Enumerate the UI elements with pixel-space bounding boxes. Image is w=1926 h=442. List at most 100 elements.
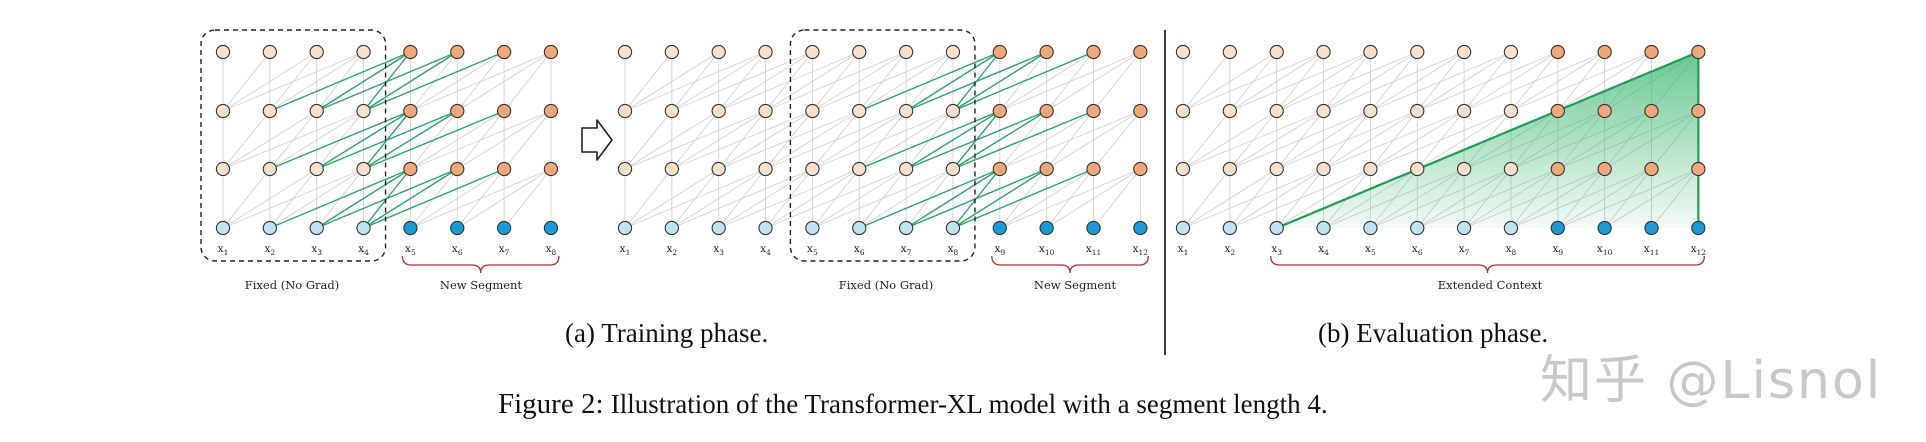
train-b-hidden-node [852, 161, 867, 177]
eval-token-label: x4 [1318, 243, 1329, 257]
watermark: 知乎 @Lisnol [1540, 351, 1883, 411]
eval-grid-edge [1182, 51, 1231, 112]
eval-grid-edge [1323, 51, 1418, 112]
train-a-grid-edge [269, 168, 364, 229]
eval-hidden-node [1456, 103, 1472, 119]
eval-token-label: x10 [1597, 243, 1613, 257]
train-b-token-label: x7 [901, 243, 912, 257]
eval-grid-edge [1276, 51, 1418, 112]
train-b-attention-edge [858, 168, 1001, 229]
train-a-grid-edge [410, 110, 505, 170]
train-a-grid-edge [222, 168, 317, 229]
train-a-grid-edge [269, 51, 364, 112]
train-b-hidden-node [711, 44, 726, 60]
train-b-token-label: x9 [994, 243, 1005, 257]
train-b-attention-edge [952, 51, 1048, 112]
train-b-attention-edge [905, 110, 1047, 170]
eval-hidden-node [1316, 161, 1331, 177]
eval-grid-edge [1417, 51, 1512, 112]
eval-token-label: x8 [1506, 243, 1517, 257]
train-b-grid-edge [1093, 110, 1141, 170]
train-a-new-segment-brace [401, 255, 560, 274]
train-a-input-node [215, 220, 231, 236]
train-b-hidden-node [945, 103, 961, 119]
train-a-grid-edge [410, 168, 552, 229]
eval-hidden-node [1503, 103, 1519, 119]
train-b-grid-edge [859, 110, 954, 170]
train-a-hidden-node [450, 161, 465, 177]
train-b-grid-edge [999, 110, 1094, 170]
train-a-hidden-node [496, 44, 512, 60]
train-b-grid-edge [812, 168, 907, 229]
train-b-grid-edge [624, 110, 766, 170]
train-a-hidden-node [450, 44, 465, 60]
hidden-state-nodes [215, 44, 1706, 236]
eval-hidden-node [1316, 44, 1331, 60]
eval-token-label: x7 [1459, 243, 1470, 257]
train-a-input-node [450, 220, 465, 236]
train-b-hidden-node [758, 161, 773, 177]
eval-hidden-node [1175, 103, 1191, 119]
eval-token-label: x2 [1224, 243, 1235, 257]
train-a-grid-edge [457, 51, 552, 112]
brace-label-fixed-b: Fixed (No Grad) [839, 278, 933, 292]
train-b-attention-edge [952, 168, 1094, 229]
figure-caption: Figure 2: Illustration of the Transforme… [498, 388, 1328, 421]
train-b-hidden-node [1039, 161, 1054, 177]
train-a-grid-edge [503, 51, 552, 112]
train-b-token-label: x4 [760, 243, 771, 257]
eval-grid-edge [1182, 168, 1231, 229]
train-b-token-label: x12 [1133, 243, 1149, 257]
train-b-token-label: x2 [666, 243, 677, 257]
train-a-attention-edge [316, 168, 411, 229]
eval-grid-edge [1276, 110, 1418, 170]
train-b-hidden-node [664, 44, 679, 60]
eval-hidden-node [1363, 103, 1378, 119]
train-a-hidden-node [403, 103, 418, 119]
train-a-hidden-node [309, 161, 324, 177]
train-b-input-node [1086, 220, 1101, 236]
train-a-token-label: x3 [311, 243, 322, 257]
train-b-grid-edge [765, 110, 907, 170]
eval-input-node [1456, 220, 1472, 236]
train-a-grid-edge [222, 110, 317, 170]
train-a-hidden-node [262, 161, 277, 177]
train-b-token-label: x8 [948, 243, 959, 257]
eval-grid-edge [1229, 168, 1324, 229]
train-b-fixed-segment-box [789, 29, 976, 262]
segment-braces [401, 255, 1705, 274]
eval-input-node [1597, 220, 1612, 236]
train-a-token-label: x2 [264, 243, 275, 257]
eval-hidden-node [1410, 103, 1425, 119]
train-b-grid-edge [671, 110, 766, 170]
train-b-grid-edge [765, 51, 860, 112]
train-b-hidden-node [945, 44, 961, 60]
train-b-grid-edge [671, 110, 813, 170]
eval-token-label: x1 [1178, 243, 1189, 257]
train-b-grid-edge [718, 51, 860, 112]
eval-grid-edge [1182, 168, 1277, 229]
train-b-attention-edge [858, 51, 1001, 112]
train-b-grid-edge [718, 110, 813, 170]
attention-lines [269, 50, 1700, 230]
eval-grid-edge [1182, 110, 1277, 170]
train-b-input-node [992, 220, 1007, 236]
train-a-grid-edge [269, 110, 364, 170]
train-b-grid-edge [624, 168, 766, 229]
eval-input-node [1550, 220, 1565, 236]
eval-grid-edge [1276, 110, 1371, 170]
brace-label-new-a: New Segment [440, 278, 523, 292]
eval-grid-edge [1182, 51, 1324, 112]
train-a-input-node [356, 220, 371, 236]
train-b-input-node [711, 220, 726, 236]
eval-hidden-node [1363, 44, 1378, 60]
eval-hidden-node [1175, 161, 1191, 177]
train-a-token-label: x1 [218, 243, 229, 257]
eval-hidden-node [1269, 161, 1284, 177]
train-a-hidden-node [215, 44, 231, 60]
eval-hidden-node [1175, 44, 1191, 60]
train-b-grid-edge [624, 110, 673, 170]
train-a-attention-edge [269, 168, 411, 229]
train-b-hidden-node [617, 161, 633, 177]
train-a-grid-edge [503, 168, 552, 229]
